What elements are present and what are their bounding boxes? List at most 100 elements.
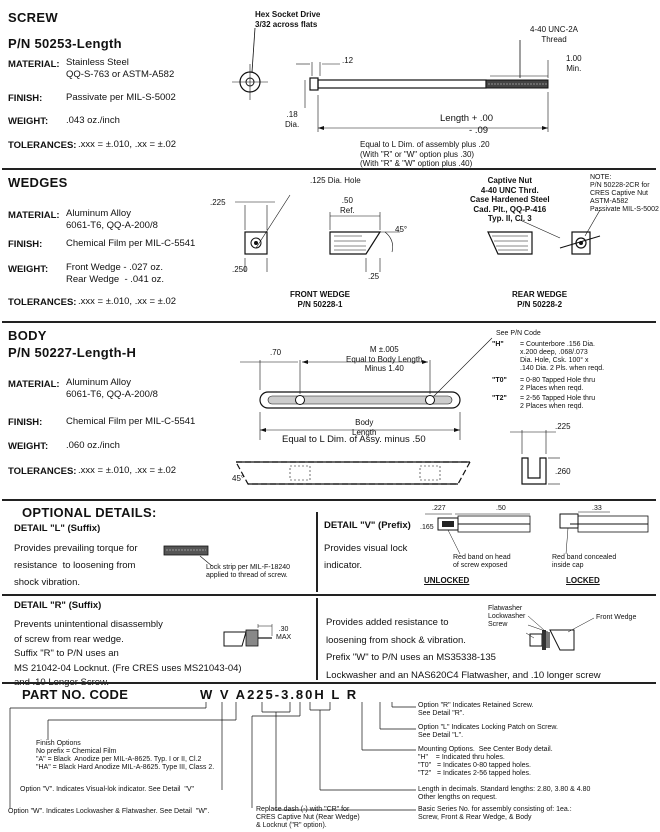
wedges-material-value: Aluminum Alloy 6061-T6, QQ-A-200/8 [66, 208, 158, 231]
v-unlocked: UNLOCKED [424, 576, 470, 585]
opt-v-note: Option "V". Indicates Visual-lok indicat… [20, 786, 195, 793]
body-part-no: P/N 50227-Length-H [8, 345, 137, 360]
detail-w-text: Provides added resistance to loosening f… [326, 617, 601, 681]
screw-note-equal: Equal to L Dim. of assembly plus .20 (Wi… [360, 140, 490, 168]
detail-l-note: Lock strip per MIL-F-18240 applied to th… [206, 564, 291, 579]
detail-v-title: DETAIL "V" (Prefix) [324, 520, 411, 531]
detail-l-text: Provides prevailing torque for resistanc… [14, 543, 138, 588]
w-front-wedge: Front Wedge [596, 614, 637, 621]
body-weight-value: .060 oz./inch [66, 440, 120, 451]
basic-series-note: Basic Series No. for assembly consisting… [418, 806, 572, 821]
wedges-material-label: MATERIAL: [8, 210, 60, 221]
front-wedge-caption: FRONT WEDGE P/N 50228-1 [290, 290, 350, 309]
detail-r-title: DETAIL "R" (Suffix) [14, 600, 102, 611]
body-dim-70: .70 [270, 348, 282, 357]
wedge-dim-250: .250 [232, 265, 248, 274]
detail-l-title: DETAIL "L" (Suffix) [14, 523, 101, 534]
screw-weight-value: .043 oz./inch [66, 115, 120, 126]
body-tolerances-value: .xxx = ±.010, .xx = ±.02 [78, 465, 177, 476]
body-finish-value: Chemical Film per MIL-C-5541 [66, 416, 196, 427]
wedges-heading: WEDGES [8, 175, 68, 190]
screw-tolerances-value: .xxx = ±.010, .xx = ±.02 [78, 139, 177, 150]
body-equal-l: Equal to L Dim. of Assy. minus .50 [282, 434, 426, 445]
mounting-note: Mounting Options. See Center Body detail… [418, 746, 553, 777]
finish-options-note: Finish Options No prefix = Chemical Film… [36, 740, 215, 771]
opt-r-note: Option "R" Indicates Retained Screw. See… [418, 702, 534, 717]
screw-material-value: Stainless Steel QQ-S-763 or ASTM-A582 [66, 57, 175, 80]
body-dim-225: .225 [555, 422, 571, 431]
wedge-dim-25: .25 [368, 272, 380, 281]
wedges-weight-label: WEIGHT: [8, 264, 49, 275]
w-labels: Flatwasher Lockwasher Screw [488, 605, 526, 628]
wedge-dim-125hole: .125 Dia. Hole [310, 176, 361, 185]
v-dim-50: .50 [496, 505, 506, 512]
wedges-finish-value: Chemical Film per MIL-C-5541 [66, 238, 196, 249]
body-dim-m: M ±.005 Equal to Body Length Minus 1.40 [346, 345, 423, 373]
wedges-weight-value: Front Wedge - .027 oz. Rear Wedge - .041… [66, 262, 165, 285]
v-red-inside: Red band concealed inside cap [552, 554, 617, 569]
v-dim-227: .227 [432, 505, 446, 512]
body-dim-260: .260 [555, 467, 571, 476]
screw-tolerances-label: TOLERANCES: [8, 140, 77, 151]
optional-heading: OPTIONAL DETAILS: [22, 505, 157, 520]
body-see-pn: See P/N Code [496, 330, 541, 337]
v-locked: LOCKED [566, 576, 600, 585]
body-material-value: Aluminum Alloy 6061-T6, QQ-A-200/8 [66, 377, 158, 400]
screw-callout-hex: Hex Socket Drive 3/32 across flats [255, 10, 321, 29]
divider-wedges-body [2, 321, 656, 323]
wedge-note: NOTE: P/N 50228-2CR for CRES Captive Nut… [590, 174, 659, 213]
body-code-h: "H" [492, 341, 504, 348]
detail-v-text: Provides visual lock indicator. [324, 543, 408, 571]
opt-l-note: Option "L" Indicates Locking Patch on Sc… [418, 724, 558, 739]
divider-screw-wedges [2, 168, 656, 170]
body-length-label: Body Length [352, 418, 377, 437]
wedges-tolerances-label: TOLERANCES: [8, 297, 77, 308]
screw-dim-100: 1.00 Min. [566, 54, 582, 73]
r-dim-30: .30 MAX [276, 626, 292, 641]
body-heading: BODY [8, 328, 47, 343]
opt-w-note: Option "W". Indicates Lockwasher & Flatw… [8, 808, 210, 815]
wedge-dim-50ref: .50 Ref. [340, 196, 355, 215]
wedges-finish-label: FINISH: [8, 239, 43, 250]
wedge-dim-225: .225 [210, 198, 226, 207]
wedge-dim-45: 45° [395, 225, 408, 234]
part-code-string: W V A225-3.80H L R [200, 687, 359, 702]
screw-dim-18: .18 Dia. [285, 110, 300, 129]
divider-partcode [2, 682, 656, 684]
body-code-t0: "T0" [492, 377, 507, 384]
screw-finish-value: Passivate per MIL-S-5002 [66, 92, 176, 103]
divider-r-w [316, 598, 318, 680]
screw-dim-12: .12 [342, 56, 354, 65]
screw-dim-length: Length + .00 - .09 [440, 113, 494, 136]
screw-finish-label: FINISH: [8, 93, 43, 104]
screw-heading: SCREW [8, 10, 58, 25]
body-code-t2-text: = 2-56 Tapped Hole thru 2 Places when re… [520, 395, 596, 410]
body-code-t2: "T2" [492, 395, 507, 402]
body-finish-label: FINISH: [8, 417, 43, 428]
body-material-label: MATERIAL: [8, 379, 60, 390]
divider-l-v [316, 512, 318, 592]
body-tolerances-label: TOLERANCES: [8, 466, 77, 477]
wedge-captive-nut: Captive Nut 4-40 UNC Thrd. Case Hardened… [470, 176, 550, 223]
screw-callout-thread: 4-40 UNC-2A Thread [530, 25, 579, 44]
replace-dash-note: Replace dash (-) with "CR" for CRES Capt… [256, 806, 360, 829]
divider-optional-mid [2, 594, 656, 596]
screw-material-label: MATERIAL: [8, 59, 60, 70]
body-code-t0-text: = 0-80 Tapped Hole thru 2 Places when re… [520, 377, 596, 392]
v-dim-33: .33 [592, 505, 602, 512]
length-note: Length in decimals. Standard lengths: 2.… [418, 786, 591, 801]
body-dim-45: 45° [232, 474, 245, 483]
divider-body-optional [2, 499, 656, 501]
screw-weight-label: WEIGHT: [8, 116, 49, 127]
v-red-head: Red band on head of screw exposed [453, 554, 511, 569]
wedges-tolerances-value: .xxx = ±.010, .xx = ±.02 [78, 296, 177, 307]
rear-wedge-caption: REAR WEDGE P/N 50228-2 [512, 290, 568, 309]
screw-part-no: P/N 50253-Length [8, 36, 122, 51]
body-weight-label: WEIGHT: [8, 441, 49, 452]
